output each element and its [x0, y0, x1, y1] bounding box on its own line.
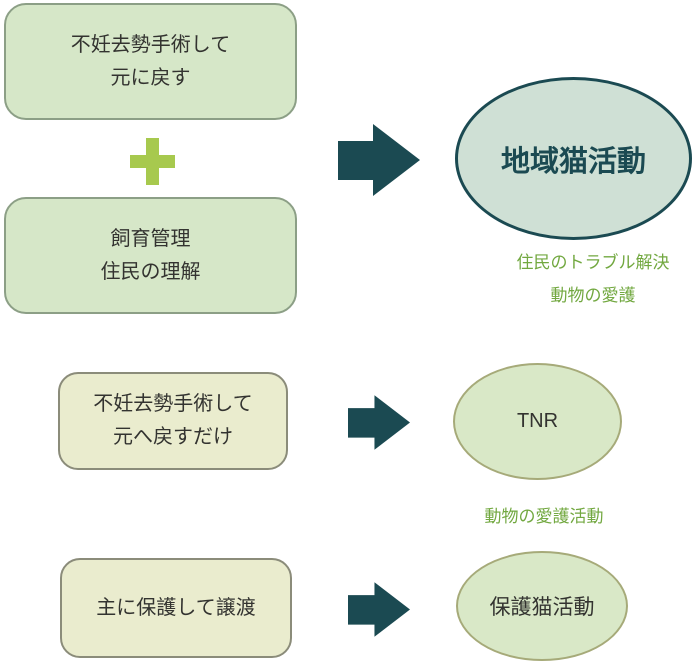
box-text-line: 飼育管理: [110, 227, 191, 250]
box-neuter-and-return: 不妊去勢手術して 元に戻す: [4, 3, 297, 120]
caption-tnr-benefit: 動物の愛護活動: [444, 500, 644, 533]
box-rescue-and-adopt: 主に保護して譲渡: [60, 558, 292, 658]
caption-line: 動物の愛護活動: [484, 507, 604, 526]
caption-line: 動物の愛護: [550, 286, 636, 305]
box-text-line: 住民の理解: [100, 260, 201, 283]
arrow-right-icon: [348, 582, 410, 637]
caption-line: 住民のトラブル解決: [516, 253, 670, 272]
box-text-line: 不妊去勢手術して: [93, 393, 253, 415]
box-text-line: 不妊去勢手術して: [70, 33, 231, 56]
ellipse-tnr: TNR: [453, 363, 622, 480]
arrow-right-icon: [348, 395, 410, 450]
box-care-and-understanding: 飼育管理 住民の理解: [4, 197, 297, 314]
box-text-line: 主に保護して譲渡: [96, 596, 256, 619]
box-text-line: 元へ戻すだけ: [113, 426, 233, 448]
caption-community-cat-benefits: 住民のトラブル解決 動物の愛護: [446, 246, 698, 312]
result-label: 保護猫活動: [489, 596, 595, 619]
ellipse-rescue-cat-activity: 保護猫活動: [456, 551, 628, 661]
result-label: TNR: [516, 410, 559, 432]
ellipse-community-cat-activity: 地域猫活動: [455, 77, 692, 240]
plus-icon: [130, 138, 175, 185]
result-label: 地域猫活動: [500, 145, 646, 178]
box-text-line: 元に戻す: [110, 66, 191, 89]
box-neuter-return-only: 不妊去勢手術して 元へ戻すだけ: [58, 372, 288, 470]
arrow-right-icon: [338, 124, 420, 196]
